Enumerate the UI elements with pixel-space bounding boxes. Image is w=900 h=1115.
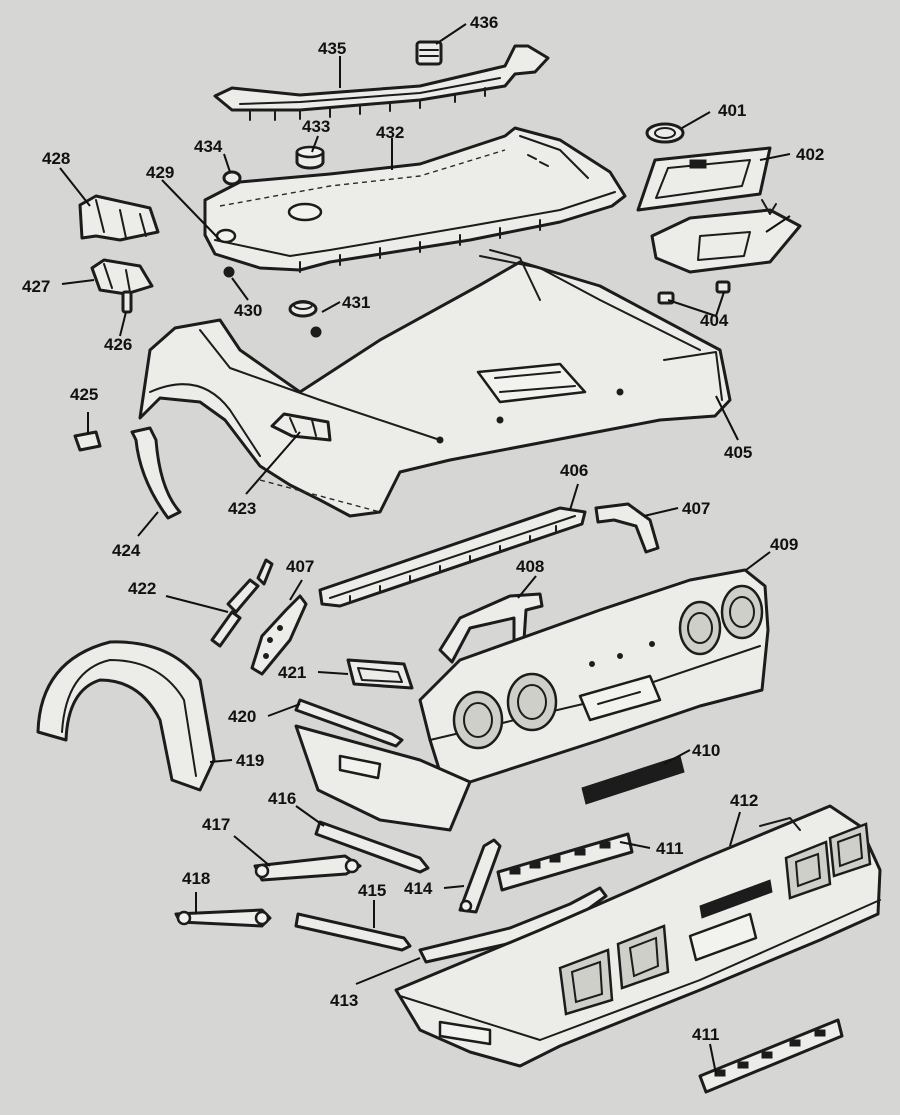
part-416-strip xyxy=(314,820,430,874)
part-409-lower-valance xyxy=(294,724,472,832)
part-409-bumper-cover xyxy=(418,568,770,784)
callout-428: 428 xyxy=(42,149,70,168)
part-434-nut xyxy=(222,170,242,186)
callout-423: 423 xyxy=(228,499,256,518)
callout-420: 420 xyxy=(228,707,256,726)
part-412-bumper-fascia xyxy=(394,804,882,1068)
callout-424: 424 xyxy=(112,541,141,560)
part-410-emblem xyxy=(581,755,685,805)
part-403-plate-pocket xyxy=(650,199,802,274)
callout-429: 429 xyxy=(146,163,174,182)
part-418-link xyxy=(174,908,272,928)
callout-436: 436 xyxy=(470,13,498,32)
part-430-fastener xyxy=(223,266,322,338)
part-435-upper-molding xyxy=(213,44,550,121)
callout-410: 410 xyxy=(692,741,720,760)
part-436-clip xyxy=(415,40,443,66)
part-424-wheel-molding xyxy=(130,426,182,520)
part-401-lamp xyxy=(645,122,685,144)
leader-lines xyxy=(59,23,791,1075)
callout-416: 416 xyxy=(268,789,296,808)
part-414-bracket xyxy=(458,838,502,914)
callout-425: 425 xyxy=(70,385,98,404)
part-417-link xyxy=(253,854,362,882)
callout-422: 422 xyxy=(128,579,156,598)
part-407-bracket-upper xyxy=(594,502,660,554)
callout-408: 408 xyxy=(516,557,544,576)
callout-421: 421 xyxy=(278,663,306,682)
callout-419: 419 xyxy=(236,751,264,770)
callout-409: 409 xyxy=(770,535,798,554)
part-405-rear-body-panel xyxy=(138,249,732,518)
callout-431: 431 xyxy=(342,293,370,312)
callout-405: 405 xyxy=(724,443,752,462)
callout-401: 401 xyxy=(718,101,746,120)
callout-412: 412 xyxy=(730,791,758,810)
callout-417: 417 xyxy=(202,815,230,834)
callout-404: 404 xyxy=(700,311,729,330)
callout-427: 427 xyxy=(22,277,50,296)
callout-411-lower: 411 xyxy=(692,1025,719,1044)
callout-434: 434 xyxy=(194,137,223,156)
callout-406: 406 xyxy=(560,461,588,480)
part-407-bracket-lower xyxy=(250,594,308,676)
callout-435: 435 xyxy=(318,39,346,58)
part-402-plate-frame xyxy=(636,146,772,212)
callout-407-lower: 407 xyxy=(286,557,314,576)
callout-413: 413 xyxy=(330,991,358,1010)
part-413-molding xyxy=(418,886,608,964)
part-421-lamp xyxy=(346,658,414,690)
callout-432: 432 xyxy=(376,123,404,142)
callout-418: 418 xyxy=(182,869,210,888)
part-411-reflector-upper xyxy=(496,832,634,892)
part-423-bracket xyxy=(270,412,332,442)
callout-414: 414 xyxy=(404,879,433,898)
callout-426: 426 xyxy=(104,335,132,354)
part-420-strip xyxy=(294,698,404,748)
part-432-deck-panel xyxy=(203,126,627,273)
callout-430: 430 xyxy=(234,301,262,320)
part-425-clip xyxy=(73,430,102,452)
part-431-grommet xyxy=(288,300,318,318)
part-433-grommet xyxy=(295,145,325,170)
callout-labels: 436 435 433 432 434 428 429 427 426 430 … xyxy=(22,13,824,1044)
part-422-gas-strut xyxy=(210,558,274,648)
part-408-bracket xyxy=(438,592,544,664)
callout-411-upper: 411 xyxy=(656,839,683,858)
callout-407-upper: 407 xyxy=(682,499,710,518)
part-426-screw xyxy=(121,290,133,314)
part-411-reflector-lower xyxy=(698,1018,844,1094)
part-427-bracket xyxy=(90,258,154,296)
part-419-wheelhouse xyxy=(36,640,216,792)
part-406-rail xyxy=(318,506,587,608)
callout-433: 433 xyxy=(302,117,330,136)
callout-415: 415 xyxy=(358,881,386,900)
callout-402: 402 xyxy=(796,145,824,164)
part-415-strip xyxy=(294,912,412,952)
part-428-bracket xyxy=(78,194,160,242)
